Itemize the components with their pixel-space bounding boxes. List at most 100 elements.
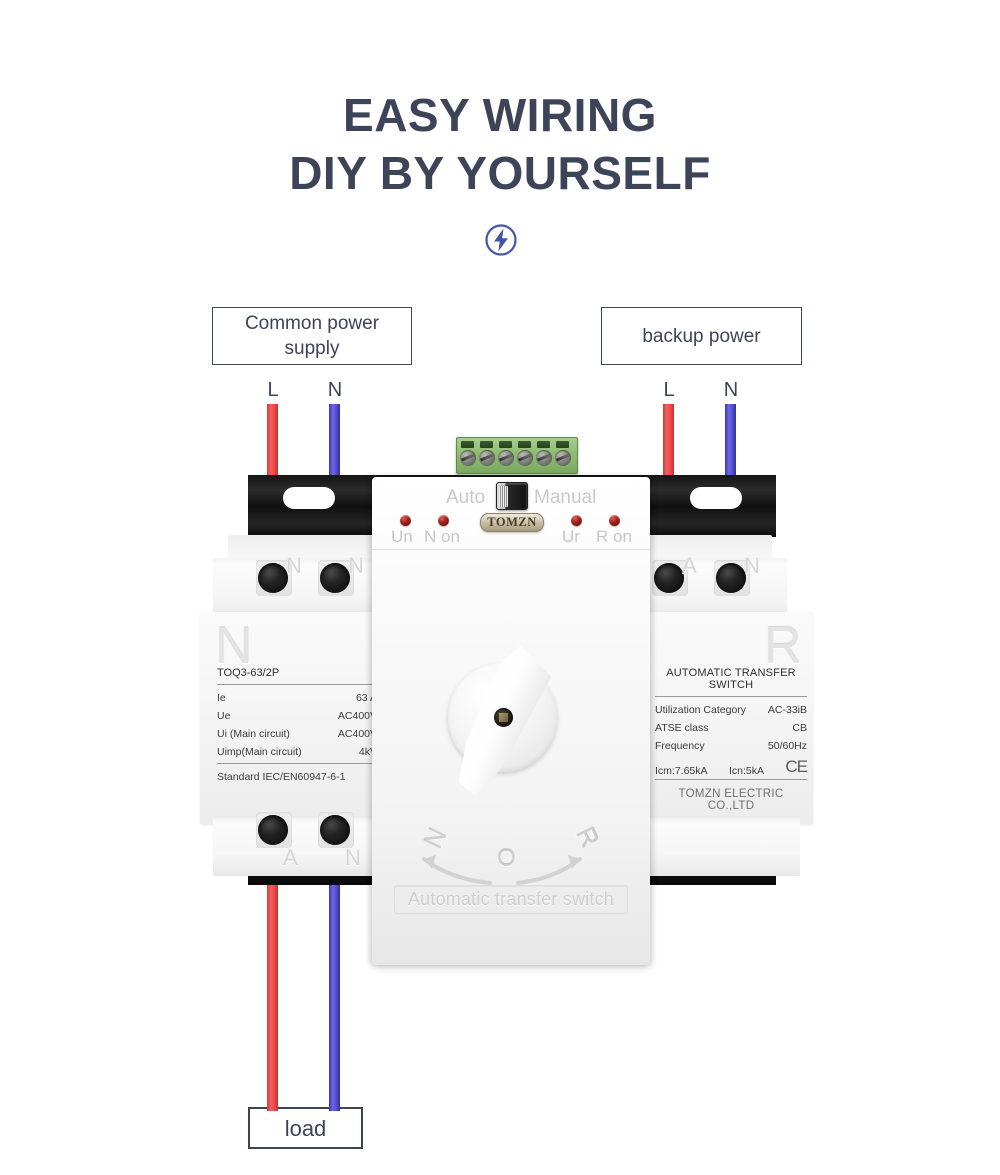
label-common-n: N xyxy=(327,379,343,401)
right-panel-title: AUTOMATIC TRANSFER SWITCH xyxy=(666,667,796,691)
left-panel-spec-block: TOQ3-63/2P Ie 63 A Ue AC400V Ui (Main ci… xyxy=(217,667,377,783)
callout-backup-label: backup power xyxy=(642,325,761,347)
label-backup-l: L xyxy=(663,379,675,401)
page-title-line-2: DIY BY YOURSELF xyxy=(289,147,711,199)
left-bottom-terminal-hole-n[interactable] xyxy=(320,815,350,845)
spec-row-icm-icn-ce: Icm:7.65kA Icn:5kA CE xyxy=(655,755,808,777)
right-panel-brand-line: TOMZN ELECTRIC CO.,LTD xyxy=(678,788,784,812)
spec-value-utilization: AC-33iB xyxy=(767,704,807,716)
right-panel-spec-block: AUTOMATIC TRANSFER SWITCH Utilization Ca… xyxy=(655,667,808,812)
rotary-knob-screw xyxy=(494,708,513,727)
right-breaker-face xyxy=(648,612,813,824)
spec-value-ie: 63 A xyxy=(355,692,377,704)
spec-value-icn: Icn:5kA xyxy=(728,765,764,777)
left-bottom-terminal-hole-a[interactable] xyxy=(258,815,288,845)
load-neutral-wire xyxy=(329,826,340,1111)
left-top-terminal-hole-l[interactable] xyxy=(258,563,288,593)
spec-value-ui: AC400V xyxy=(337,728,377,740)
left-bottom-terminal-letter-a: A xyxy=(283,845,298,870)
load-live-wire xyxy=(267,826,278,1111)
spec-label-atse-class: ATSE class xyxy=(655,722,709,734)
controller-header: Auto Manual Un N on Ur R on TOMZN xyxy=(372,477,650,550)
terminal-screw-4[interactable] xyxy=(517,450,533,466)
label-common-l: L xyxy=(267,379,279,401)
spec-row-frequency: Frequency 50/60Hz xyxy=(655,737,807,755)
terminal-screw-3[interactable] xyxy=(498,450,514,466)
left-panel-divider-top xyxy=(217,684,377,685)
left-breaker-face xyxy=(200,612,400,824)
spec-label-utilization: Utilization Category xyxy=(655,704,747,716)
left-panel-big-letter: N xyxy=(215,617,253,675)
right-top-terminal-hole-a[interactable] xyxy=(654,563,684,593)
terminal-cap-1 xyxy=(461,441,474,448)
left-panel-standard: Standard IEC/EN60947-6-1 xyxy=(217,771,346,783)
spec-label-frequency: Frequency xyxy=(655,740,705,752)
right-top-terminal-letter-a: A xyxy=(682,553,697,578)
left-bottom-terminal-letter-n: N xyxy=(345,845,361,870)
left-panel-divider-bottom xyxy=(217,763,377,764)
spec-row-ue: Ue AC400V xyxy=(217,707,377,725)
spec-label-ue: Ue xyxy=(217,710,231,722)
terminal-cap-5 xyxy=(537,441,550,448)
din-rail-slot-right xyxy=(690,487,742,509)
spec-label-ui: Ui (Main circuit) xyxy=(217,728,290,740)
lightning-bolt-icon xyxy=(485,224,517,256)
left-breaker-terminal-housing xyxy=(213,558,388,620)
left-top-terminal-letter-n: N xyxy=(286,553,302,578)
spec-value-frequency: 50/60Hz xyxy=(767,740,807,752)
left-breaker-top-shoulder xyxy=(228,535,376,561)
auto-manual-toggle-switch[interactable] xyxy=(496,482,528,510)
label-backup-n: N xyxy=(723,379,739,401)
terminal-screw-1[interactable] xyxy=(460,450,476,466)
spec-row-utilization: Utilization Category AC-33iB xyxy=(655,701,807,719)
left-breaker-bottom-housing xyxy=(213,818,388,876)
callout-load-label: load xyxy=(284,1115,327,1141)
terminal-screw-5[interactable] xyxy=(536,450,552,466)
left-panel-model: TOQ3-63/2P xyxy=(217,667,280,679)
spec-row-uimp: Uimp(Main circuit) 4kV xyxy=(217,743,377,761)
led-n-on xyxy=(438,515,449,526)
left-top-terminal-letter-n2: N xyxy=(348,553,364,578)
right-panel-divider-top xyxy=(655,696,807,697)
spec-value-icm: Icm:7.65kA xyxy=(655,765,708,777)
led-label-ur: Ur xyxy=(562,527,580,546)
spec-value-atse-class: CB xyxy=(792,722,807,734)
terminal-cap-4 xyxy=(518,441,531,448)
green-terminal-block[interactable] xyxy=(456,437,578,474)
controller-nameplate-text: Automatic transfer switch xyxy=(407,889,615,909)
right-top-terminal-hole-n[interactable] xyxy=(716,563,746,593)
led-label-n-on: N on xyxy=(424,527,460,546)
spec-value-ue: AC400V xyxy=(337,710,377,722)
terminal-cap-6 xyxy=(556,441,569,448)
led-ur xyxy=(571,515,582,526)
callout-load: load xyxy=(248,1107,363,1149)
terminal-screw-6[interactable] xyxy=(555,450,571,466)
spec-row-ie: Ie 63 A xyxy=(217,689,377,707)
callout-common-line-2: supply xyxy=(284,338,340,359)
spec-row-ui: Ui (Main circuit) AC400V xyxy=(217,725,377,743)
left-top-terminal-hole-n[interactable] xyxy=(320,563,350,593)
callout-common-line-1: Common power xyxy=(244,313,380,334)
callout-backup-power: backup power xyxy=(601,307,802,365)
right-top-terminal-letter-n: N xyxy=(744,553,760,578)
spec-label-ie: Ie xyxy=(217,692,226,704)
right-breaker-bottom-housing xyxy=(640,818,800,876)
page-title: EASY WIRING DIY BY YOURSELF xyxy=(0,86,1000,202)
ce-mark-icon: CE xyxy=(785,757,808,776)
terminal-screw-2[interactable] xyxy=(479,450,495,466)
right-panel-divider-bottom xyxy=(655,779,807,780)
toggle-knurled-grip xyxy=(499,486,508,507)
led-label-un: Un xyxy=(391,527,413,546)
dial-direction-arrows xyxy=(422,855,582,885)
callout-common-power-supply: Common power supply xyxy=(212,307,412,365)
led-r-on xyxy=(609,515,620,526)
terminal-cap-2 xyxy=(480,441,493,448)
led-un xyxy=(400,515,411,526)
mode-label-manual: Manual xyxy=(534,487,597,508)
tomzn-brand-plate: TOMZN xyxy=(480,513,544,532)
spec-label-uimp: Uimp(Main circuit) xyxy=(217,746,302,758)
controller-module: Auto Manual Un N on Ur R on TOMZN xyxy=(372,477,650,965)
mode-label-auto: Auto xyxy=(446,487,486,508)
controller-nameplate: Automatic transfer switch xyxy=(394,885,628,914)
